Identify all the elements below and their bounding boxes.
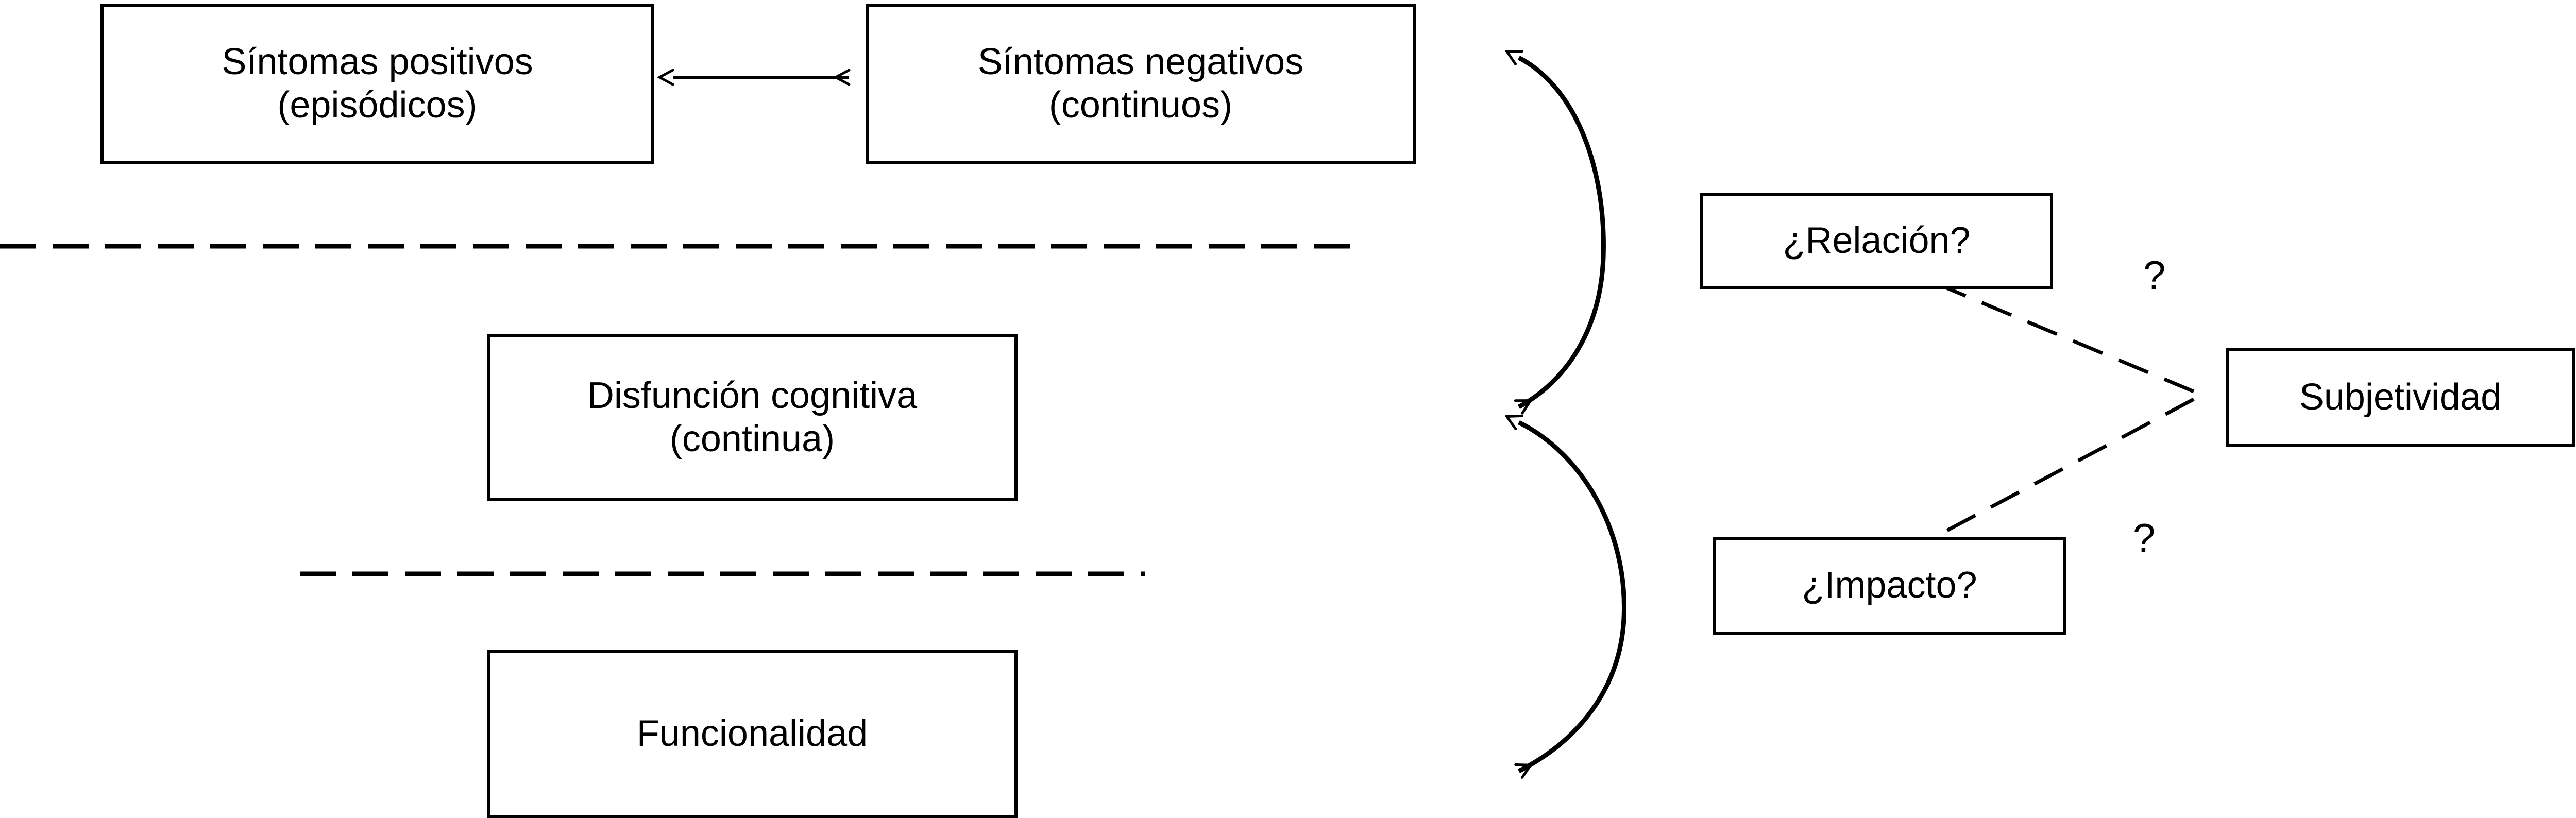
node-cognitive-dysfunction[interactable]: Disfunción cognitiva (continua) bbox=[487, 334, 1018, 501]
node-negative-symptoms[interactable]: Síntomas negativos (continuos) bbox=[866, 4, 1416, 164]
impact-question-text: ? bbox=[2133, 515, 2156, 560]
node-functionality-label: Funcionalidad bbox=[636, 713, 868, 755]
connector-brace-upper bbox=[1519, 58, 1606, 407]
node-relation[interactable]: ¿Relación? bbox=[1700, 193, 2053, 289]
edge-label-impact-question: ? bbox=[2133, 518, 2155, 558]
connector-brace-lower bbox=[1519, 422, 1626, 771]
node-positive-symptoms-label: Síntomas positivos (episódicos) bbox=[222, 41, 533, 126]
node-impact[interactable]: ¿Impacto? bbox=[1713, 537, 2066, 635]
node-subjectivity[interactable]: Subjetividad bbox=[2226, 348, 2575, 447]
edge-label-relation-question: ? bbox=[2143, 255, 2165, 295]
node-negative-symptoms-label: Síntomas negativos (continuos) bbox=[977, 41, 1304, 126]
node-functionality[interactable]: Funcionalidad bbox=[487, 650, 1018, 818]
node-impact-label: ¿Impacto? bbox=[1802, 565, 1977, 606]
node-positive-symptoms[interactable]: Síntomas positivos (episódicos) bbox=[100, 4, 654, 164]
relation-question-text: ? bbox=[2143, 252, 2166, 298]
node-relation-label: ¿Relación? bbox=[1783, 220, 1971, 262]
node-cognitive-dysfunction-label: Disfunción cognitiva (continua) bbox=[587, 374, 918, 459]
node-subjectivity-label: Subjetividad bbox=[2299, 377, 2502, 418]
